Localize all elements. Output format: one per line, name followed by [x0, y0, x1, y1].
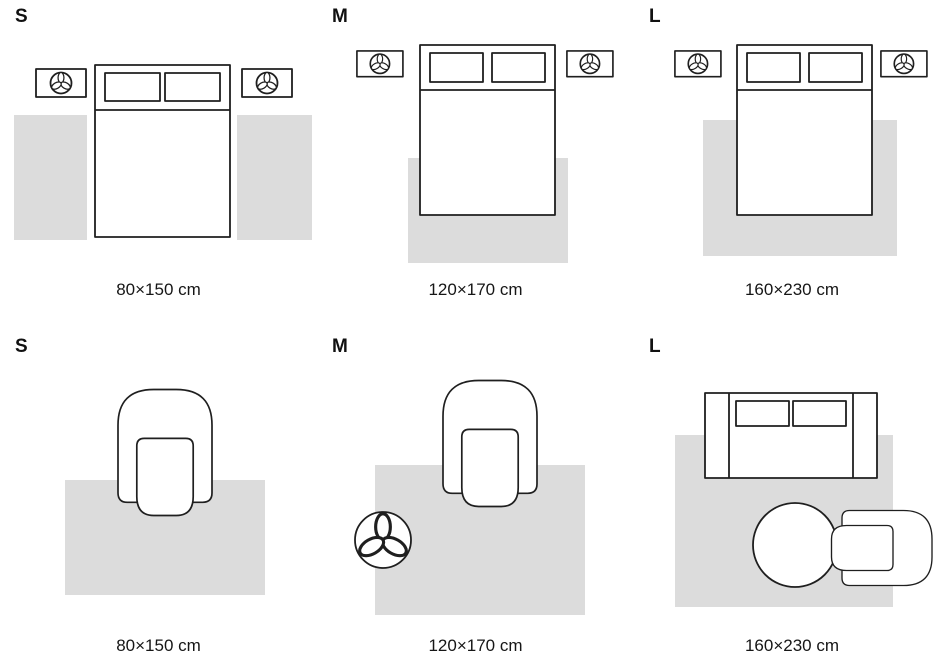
- bedroom-l-illustration: [670, 44, 932, 256]
- size-label: L: [649, 336, 661, 357]
- living-size-s-cell: S 80×150 cm: [0, 330, 317, 670]
- nightstand-lamp-icon: [36, 69, 86, 97]
- dimension-label: 120×170 cm: [428, 280, 523, 299]
- right-runner-rug: [237, 115, 312, 240]
- armchair: [117, 388, 213, 517]
- size-label: S: [15, 6, 28, 27]
- size-label: M: [332, 336, 348, 357]
- bed: [419, 44, 556, 216]
- sofa: [704, 392, 878, 479]
- nightstand-lamp-icon: [357, 51, 403, 77]
- bed: [736, 44, 873, 216]
- bedroom-size-m-cell: M 120×170 cm: [317, 0, 634, 320]
- potted-plant: [354, 511, 412, 569]
- dimension-label: 160×230 cm: [744, 280, 840, 299]
- sofa-cushion: [735, 400, 790, 427]
- size-label: S: [15, 336, 28, 357]
- nightstand-lamp-icon: [675, 51, 721, 77]
- living-l-illustration: [675, 392, 933, 607]
- dimension-label: 80×150 cm: [116, 636, 201, 655]
- dimension-label: 160×230 cm: [744, 636, 840, 655]
- living-size-l-cell: L 160×230 cm: [634, 330, 950, 670]
- pillow: [104, 72, 161, 102]
- living-m-illustration: [354, 379, 585, 615]
- size-label: L: [649, 6, 661, 27]
- armchair: [830, 509, 933, 587]
- armchair: [442, 379, 538, 508]
- sofa-cushion: [792, 400, 847, 427]
- bedroom-size-l-cell: L 160×230 cm: [634, 0, 950, 320]
- bedroom-s-illustration: [14, 64, 312, 240]
- bedroom-size-s-cell: S 80×150 cm: [0, 0, 317, 320]
- dimension-label: 120×170 cm: [428, 636, 523, 655]
- bedroom-m-illustration: [350, 44, 620, 263]
- bed: [94, 64, 231, 238]
- size-label: M: [332, 6, 348, 27]
- pillow: [491, 52, 546, 83]
- living-s-illustration: [65, 388, 265, 595]
- nightstand-lamp-icon: [881, 51, 927, 77]
- nightstand-lamp-icon: [242, 69, 292, 97]
- coffee-table: [752, 502, 838, 588]
- pillow: [164, 72, 221, 102]
- nightstand-lamp-icon: [567, 51, 613, 77]
- pillow: [429, 52, 484, 83]
- pillow: [808, 52, 863, 83]
- living-size-m-cell: M 120×170 cm: [317, 330, 634, 670]
- left-runner-rug: [14, 115, 87, 240]
- dimension-label: 80×150 cm: [116, 280, 201, 299]
- pillow: [746, 52, 801, 83]
